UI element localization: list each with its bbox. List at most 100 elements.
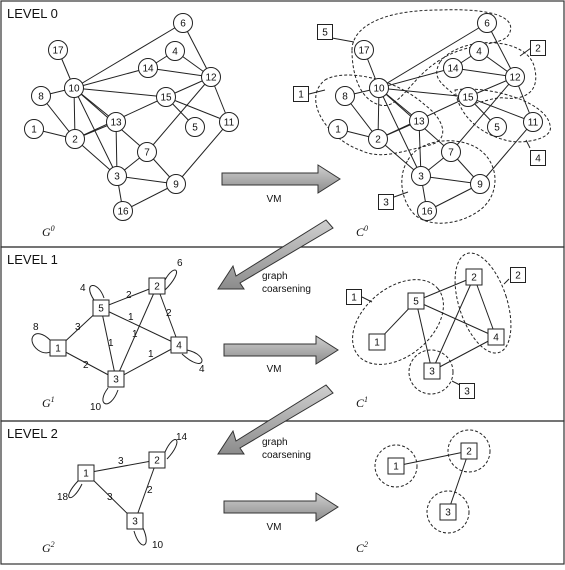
g0-node-2: 2 [65, 129, 85, 149]
g2-node-1-label: 1 [83, 469, 89, 480]
c0-node-16-label: 16 [421, 207, 433, 218]
c1-cluster-labels: 1 2 3 [346, 267, 526, 399]
g1-weight-5-4: 1 [128, 312, 134, 323]
c2-node-2: 2 [460, 442, 478, 460]
c2-edges [395, 450, 470, 513]
g2-loop-weight-3: 10 [152, 540, 164, 551]
g0-node-9: 9 [166, 174, 186, 194]
c0-node-7-label: 7 [448, 148, 454, 159]
level-0-title: LEVEL 0 [7, 6, 58, 21]
c0-node-17-label: 17 [358, 46, 370, 57]
g1-node-4-label: 4 [176, 341, 182, 352]
c0-node-3-label: 3 [418, 172, 424, 183]
c0-cluster-outlines [315, 9, 551, 224]
g1-weight-3-4: 1 [148, 349, 154, 360]
g2-weight-1-2: 3 [118, 456, 124, 467]
vm-label-0: VM [267, 194, 282, 205]
g0-node-11-label: 11 [224, 118, 235, 129]
g0-label: G0 [42, 224, 55, 239]
c0-cluster-box-1: 1 [293, 86, 309, 102]
g1-node-3: 3 [107, 370, 125, 388]
g0-node-6-label: 6 [180, 19, 186, 30]
g0-node-3-label: 3 [114, 172, 120, 183]
c0-node-14: 14 [443, 58, 463, 78]
g2-weight-2-3: 2 [147, 485, 153, 496]
g0-node-5: 5 [185, 117, 205, 137]
c0-node-3: 3 [411, 166, 431, 186]
c1-cluster-box-2-label: 2 [515, 271, 521, 282]
c1-node-4: 4 [487, 328, 505, 346]
c0-cluster-box-5-label: 5 [322, 28, 328, 39]
vm-arrow-level-2: VM [223, 492, 339, 533]
c1-label: C1 [356, 395, 368, 410]
c2-node-3: 3 [439, 503, 457, 521]
g0-node-7-label: 7 [144, 148, 150, 159]
g2-node-1: 1 [77, 464, 95, 482]
g0-node-10-label: 10 [68, 84, 80, 95]
level-2-title: LEVEL 2 [7, 426, 58, 441]
g0-node-5-label: 5 [192, 123, 198, 134]
g0-node-15-label: 15 [160, 93, 172, 104]
g0-node-17-label: 17 [52, 46, 64, 57]
g1-loop-weight-1: 8 [33, 322, 39, 333]
c0-node-14-label: 14 [447, 64, 459, 75]
c0-cluster-labels: 1 2 3 4 5 [293, 24, 546, 210]
g1-node-1-label: 1 [55, 344, 61, 355]
g1-weight-2-3: 1 [132, 329, 138, 340]
c1-node-1: 1 [368, 333, 386, 351]
g1-weight-5-2: 2 [126, 290, 132, 301]
c1-node-2: 2 [465, 268, 483, 286]
c0-cluster-callouts [308, 37, 532, 198]
c0-cluster-box-2: 2 [530, 40, 546, 56]
c0-node-9-label: 9 [477, 180, 483, 191]
coarsening-arrow-1: graph coarsening [217, 219, 334, 295]
coarsening-label-2b: coarsening [262, 450, 311, 461]
coarsening-label-2a: graph [262, 437, 288, 448]
c0-node-17: 17 [354, 40, 374, 60]
c1-cluster-box-1: 1 [346, 289, 362, 305]
c0-node-15-label: 15 [462, 93, 474, 104]
g2-label: G2 [42, 540, 55, 555]
g2-node-2: 2 [148, 451, 166, 469]
c2-cluster-outlines [374, 429, 491, 534]
c0-node-2-label: 2 [375, 135, 381, 146]
coarsening-label-1b: coarsening [262, 284, 311, 295]
g0-node-10: 10 [64, 78, 84, 98]
g1-weight-2-4: 2 [166, 308, 172, 319]
c0-node-2: 2 [368, 129, 388, 149]
g2-loop-weight-2: 14 [176, 432, 188, 443]
c0-node-8: 8 [335, 86, 355, 106]
c0-node-11-label: 11 [528, 118, 539, 129]
g1-self-loop-weights: 8 6 10 4 4 [33, 258, 205, 413]
c0-label: C0 [356, 224, 368, 239]
c0-node-13: 13 [409, 111, 429, 131]
g0-node-12-label: 12 [205, 73, 217, 84]
g1-node-3-label: 3 [113, 375, 119, 386]
c0-node-1-label: 1 [335, 125, 341, 136]
c0-node-9: 9 [470, 174, 490, 194]
g1-weight-1-5: 3 [75, 322, 81, 333]
g0-node-15: 15 [156, 87, 176, 107]
c0-node-7: 7 [441, 142, 461, 162]
g0-node-16: 16 [113, 201, 133, 221]
c2-node-3-label: 3 [445, 508, 451, 519]
c2-node-1-label: 1 [393, 462, 399, 473]
c0-node-15: 15 [458, 87, 478, 107]
g1-loop-weight-2: 6 [177, 258, 183, 269]
vm-label-1: VM [267, 364, 282, 375]
c0-cluster-box-4: 4 [530, 150, 546, 166]
coarsening-arrow-2: graph coarsening [217, 384, 334, 461]
g0-node-16-label: 16 [117, 207, 129, 218]
g0-node-1: 1 [24, 119, 44, 139]
vm-arrow-level-1: VM [223, 335, 339, 375]
c0-node-11: 11 [523, 112, 543, 132]
g0-node-7: 7 [137, 142, 157, 162]
c0-node-5-label: 5 [494, 123, 500, 134]
c1-node-3-label: 3 [429, 367, 435, 378]
g0-node-14: 14 [138, 58, 158, 78]
g1-node-2-label: 2 [154, 282, 160, 293]
c0-node-5: 5 [487, 117, 507, 137]
